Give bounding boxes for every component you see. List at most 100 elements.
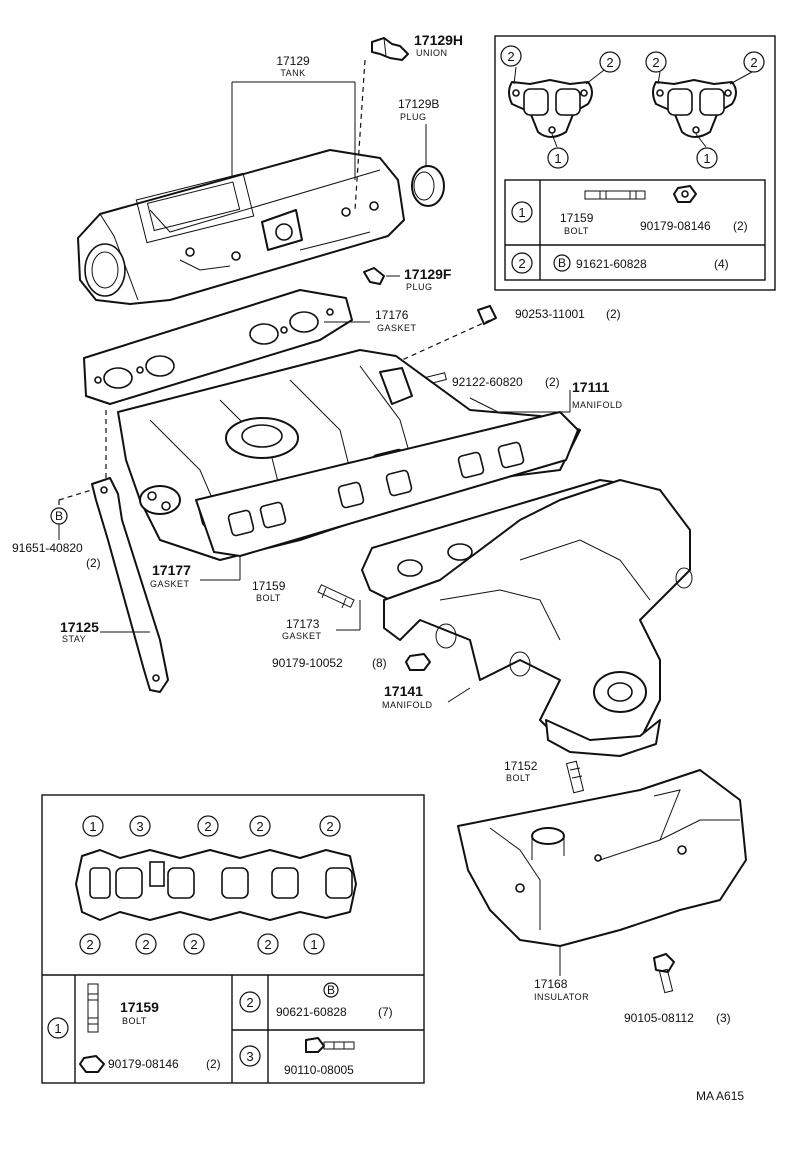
- legend-marker: 2: [190, 937, 197, 952]
- nut-icon: [673, 185, 697, 203]
- legend-marker: 2: [142, 937, 149, 952]
- legend-bolt-name: BOLT: [122, 1016, 147, 1026]
- stay-number: 17125: [60, 619, 99, 635]
- tank-part: [77, 149, 405, 305]
- marker-circle: [547, 147, 569, 169]
- legend-row2-number: 91621-60828: [576, 257, 647, 271]
- legend-marker: 2: [750, 55, 757, 70]
- legend-marker: 1: [554, 151, 561, 166]
- union-part: [371, 37, 409, 61]
- plug-b-name: PLUG: [400, 112, 427, 122]
- marker-circle: [696, 147, 718, 169]
- legend-b-marker: B: [327, 983, 335, 997]
- bolt-91651-marker: B: [55, 509, 63, 523]
- legend-row-key: 2: [246, 995, 253, 1010]
- exhaust-manifold-part: [383, 479, 693, 757]
- legend-bolt-number: 17159: [560, 211, 594, 225]
- legend-row2-qty: (7): [378, 1005, 393, 1019]
- manifold-intake-number: 17111: [572, 379, 610, 395]
- bolt-icon: [305, 1037, 355, 1053]
- legend-marker: 2: [264, 937, 271, 952]
- legend-b-marker: B: [558, 256, 566, 270]
- gasket-17173-number: 17173: [286, 617, 320, 631]
- gasket-17177-number: 17177: [152, 562, 191, 578]
- gasket-17177-name: GASKET: [150, 579, 190, 589]
- stud-90253-qty: (2): [606, 307, 621, 321]
- legend-row-key: 3: [246, 1049, 253, 1064]
- bottom-legend-box: 1 3 2 2 2 2 2 2 2 1 1 17159 BOLT: [41, 794, 425, 1084]
- bolt-90105-part: [653, 953, 675, 994]
- insulator-name: INSULATOR: [534, 992, 589, 1002]
- stud-92122-qty: (2): [545, 375, 560, 389]
- legend-marker: 2: [652, 55, 659, 70]
- plug-f-part: [363, 267, 385, 285]
- legend-bolt-name: BOLT: [564, 226, 589, 236]
- legend-table: [504, 179, 766, 281]
- legend-gasket-right: [652, 71, 753, 148]
- bolt-90105-number: 90105-08112: [624, 1011, 694, 1025]
- tank-number: 17129: [276, 54, 310, 68]
- legend-marker: 2: [204, 819, 211, 834]
- legend-gasket-left: [508, 66, 609, 148]
- plug-f-name: PLUG: [406, 282, 433, 292]
- plug-b-number: 17129B: [398, 97, 439, 111]
- union-name: UNION: [416, 48, 448, 58]
- legend-marker: 2: [606, 55, 613, 70]
- bolt-icon: [584, 190, 646, 200]
- legend-row-key: 1: [518, 205, 525, 220]
- legend-bolt-number: 17159: [120, 999, 159, 1015]
- bolt-17159-part: [317, 584, 355, 609]
- legend-marker: 1: [89, 819, 96, 834]
- gasket-17176-number: 17176: [375, 308, 409, 322]
- marker-circle: [500, 45, 522, 67]
- legend-marker: 2: [507, 49, 514, 64]
- stay-part: [91, 477, 169, 693]
- manifold-exhaust-name: MANIFOLD: [382, 700, 433, 710]
- legend-marker: 2: [86, 937, 93, 952]
- legend-row2-qty: (4): [714, 257, 729, 271]
- bolt-17159-number: 17159: [252, 579, 286, 593]
- legend-nut-qty: (2): [206, 1057, 221, 1071]
- marker-circle: [743, 51, 765, 73]
- plug-f-number: 17129F: [404, 266, 452, 282]
- stud-90253-number: 90253-11001: [515, 307, 585, 321]
- bolt-17159-name: BOLT: [256, 593, 281, 603]
- gasket-17176-name: GASKET: [377, 323, 417, 333]
- bolt-icon: [87, 983, 99, 1033]
- gasket-17173-name: GASKET: [282, 631, 322, 641]
- legend-marker: 3: [136, 819, 143, 834]
- insulator-part: [457, 769, 747, 947]
- bolt-91651-qty: (2): [86, 556, 101, 570]
- top-legend-box: 2 2 1 2 2 1 1: [494, 35, 776, 291]
- tank-name: TANK: [280, 68, 305, 78]
- manifold-intake-name: MANIFOLD: [572, 400, 623, 410]
- legend-nut-number: 90179-08146: [108, 1057, 179, 1071]
- bolt-91651-number: 91651-40820: [12, 541, 83, 555]
- plug-b-part: [411, 165, 445, 207]
- figure-code: MA A615: [696, 1089, 744, 1103]
- legend-marker: 2: [326, 819, 333, 834]
- legend-row3-number: 90110-08005: [284, 1063, 354, 1077]
- legend-nut-qty: (2): [733, 219, 748, 233]
- bolt-17152-number: 17152: [504, 759, 538, 773]
- marker-circle: [599, 51, 621, 73]
- stud-90253-part: [477, 305, 497, 325]
- manifold-exhaust-number: 17141: [384, 683, 423, 699]
- bolt-17152-part: [565, 760, 585, 794]
- nut-icon: [79, 1055, 105, 1073]
- legend-row-key: 1: [54, 1021, 61, 1036]
- legend-gasket-long: [75, 849, 357, 921]
- bolt-90105-qty: (3): [716, 1011, 731, 1025]
- legend-marker: 1: [310, 937, 317, 952]
- stud-92122-number: 92122-60820: [452, 375, 523, 389]
- gasket-17177-part: [195, 411, 579, 557]
- union-number: 17129H: [414, 32, 463, 48]
- gasket-17176-part: [83, 289, 353, 405]
- nut-10052-number: 90179-10052: [272, 656, 343, 670]
- marker-circle: [645, 51, 667, 73]
- nut-10052-part: [405, 653, 431, 671]
- bolt-17152-name: BOLT: [506, 773, 531, 783]
- legend-row2-number: 90621-60828: [276, 1005, 347, 1019]
- insulator-number: 17168: [534, 977, 568, 991]
